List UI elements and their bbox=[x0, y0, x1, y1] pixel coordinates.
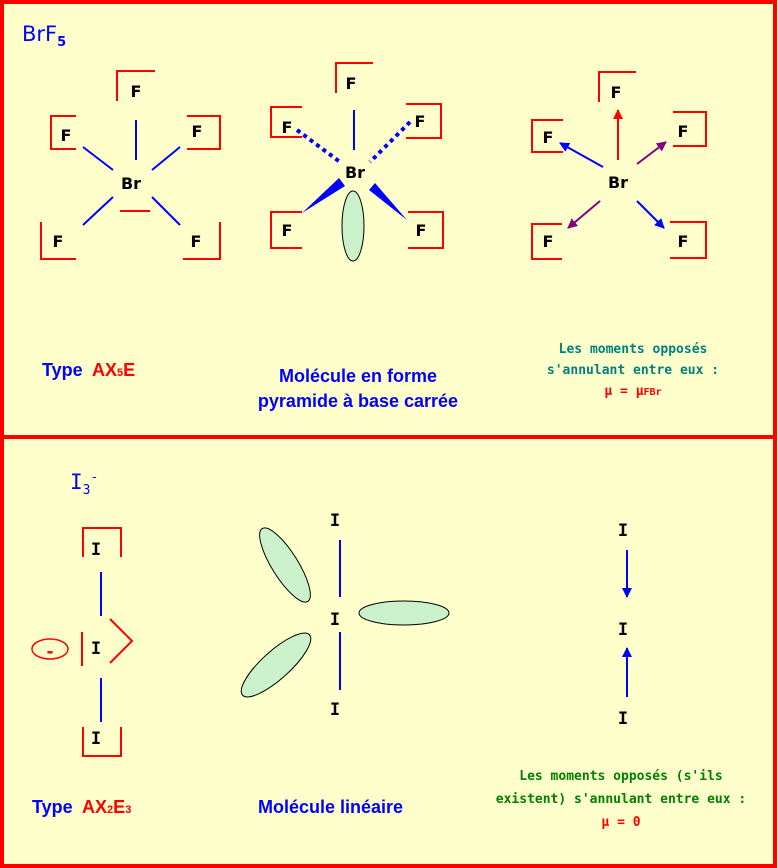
svg-text:Br: Br bbox=[121, 174, 141, 193]
brf5-shape-caption: Molécule en forme pyramide à base carrée bbox=[257, 366, 459, 411]
brf5-type-label: Type AX5E bbox=[42, 360, 136, 380]
svg-text:I: I bbox=[618, 709, 628, 729]
svg-text:Br: Br bbox=[345, 163, 365, 182]
svg-text:F: F bbox=[282, 118, 293, 137]
svg-text:F: F bbox=[416, 221, 427, 240]
svg-text:I: I bbox=[330, 610, 340, 630]
svg-text:F: F bbox=[191, 232, 202, 251]
svg-text:F: F bbox=[53, 232, 64, 251]
i3-dipole-moments: I I I bbox=[618, 521, 632, 729]
svg-text:Br: Br bbox=[608, 173, 628, 192]
svg-text:I: I bbox=[618, 620, 628, 640]
brf5-lewis-structure: F F F Br F F bbox=[40, 70, 221, 260]
svg-text:I: I bbox=[91, 540, 101, 560]
svg-text:I: I bbox=[618, 521, 628, 541]
svg-text:-: - bbox=[45, 642, 55, 662]
i3-lewis-structure: - I I I bbox=[31, 527, 134, 757]
svg-text:I: I bbox=[330, 511, 340, 531]
svg-text:F: F bbox=[282, 221, 293, 240]
lone-pair-lobe bbox=[259, 527, 311, 603]
i3-shape-caption: Molécule linéaire bbox=[258, 797, 404, 817]
lone-pair-lobe bbox=[341, 190, 365, 262]
svg-text:F: F bbox=[543, 232, 554, 251]
lone-pair-lobe bbox=[240, 632, 312, 698]
svg-text:F: F bbox=[61, 126, 72, 145]
svg-text:F: F bbox=[415, 112, 426, 131]
svg-text:I: I bbox=[91, 729, 101, 749]
brf5-formula-title: BrF5 bbox=[22, 22, 67, 51]
svg-text:I: I bbox=[91, 639, 101, 659]
i3-3d-structure: I I I bbox=[240, 511, 450, 720]
svg-text:F: F bbox=[678, 122, 689, 141]
svg-text:F: F bbox=[543, 128, 554, 147]
svg-text:F: F bbox=[346, 74, 357, 93]
svg-text:F: F bbox=[192, 122, 203, 141]
brf5-dipole-moments: F F F Br F F bbox=[531, 71, 707, 260]
i3-type-label: Type AX2E3 bbox=[32, 797, 132, 817]
i3-moments-caption: Les moments opposés (s'ils existent) s'a… bbox=[495, 769, 747, 830]
i3-formula-title: I3- bbox=[70, 470, 99, 499]
lone-pair-lobe bbox=[358, 600, 450, 626]
brf5-3d-structure: F F F Br F F bbox=[270, 62, 444, 262]
svg-text:F: F bbox=[131, 82, 142, 101]
svg-text:F: F bbox=[678, 232, 689, 251]
svg-text:F: F bbox=[611, 83, 622, 102]
svg-text:I: I bbox=[330, 700, 340, 720]
brf5-moments-caption: Les moments opposés s'annulant entre eux… bbox=[546, 342, 720, 399]
negative-charge-circle bbox=[31, 638, 69, 660]
